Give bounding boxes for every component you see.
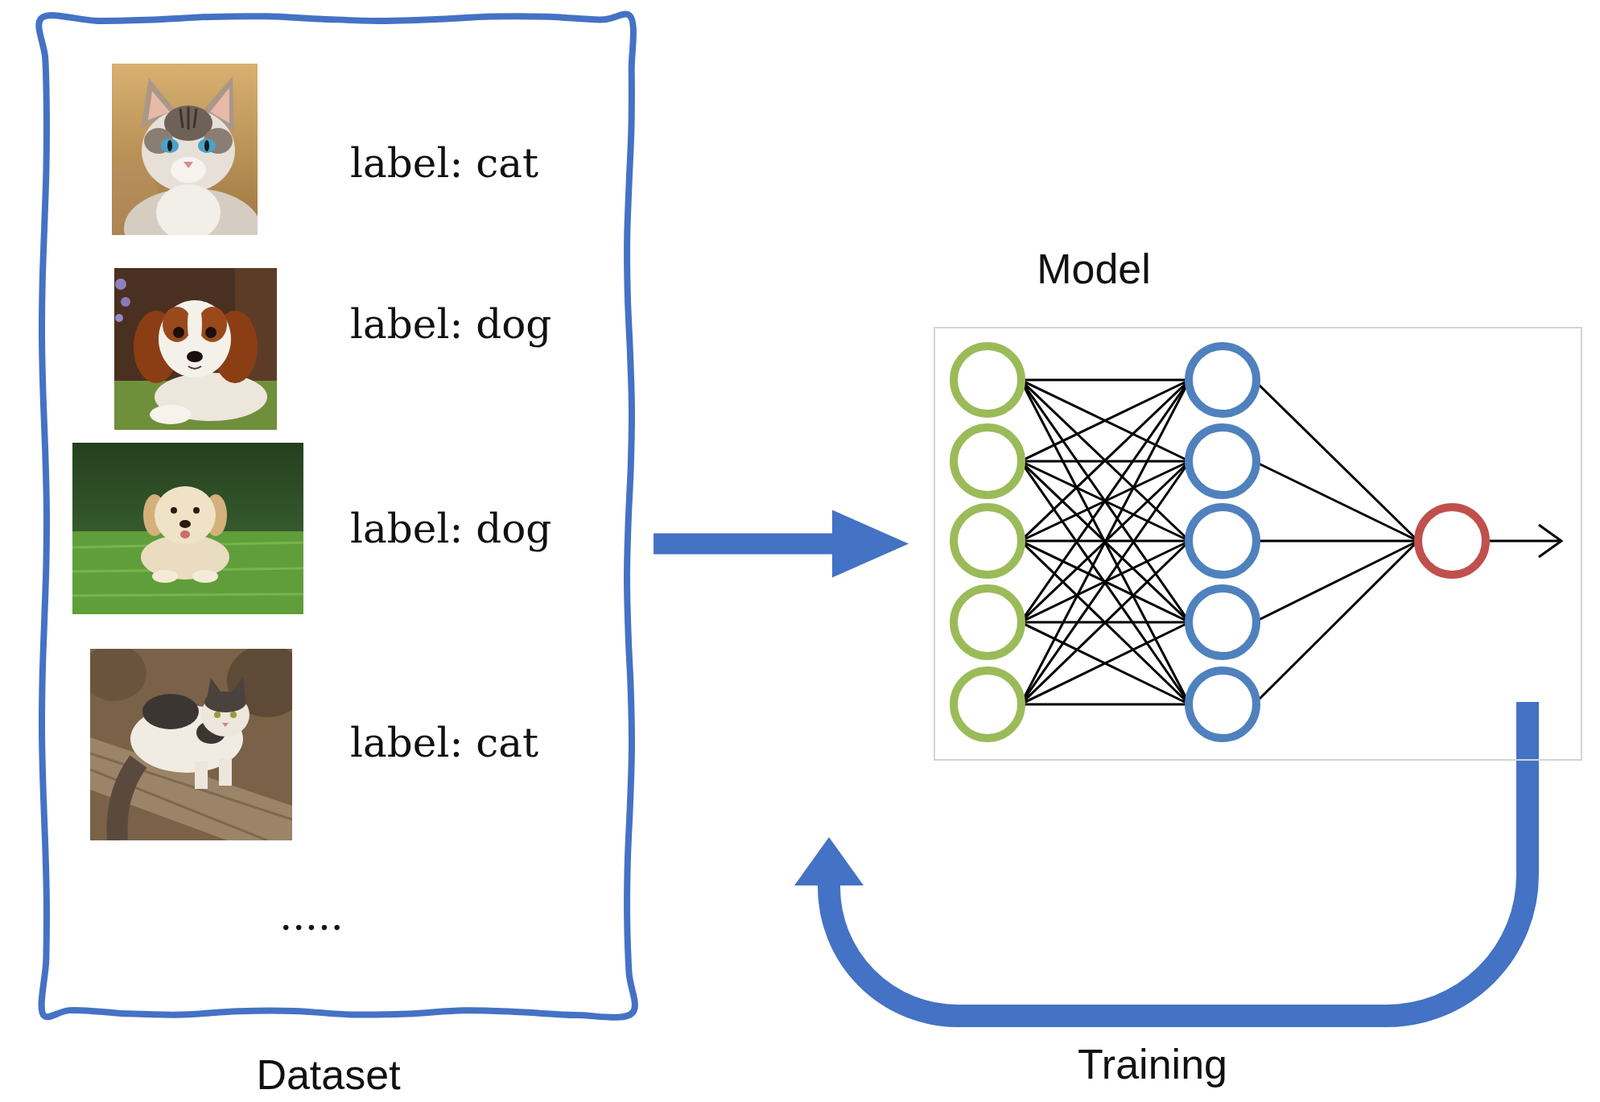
network-edges [1020, 379, 1190, 462]
class-label: label: cat [350, 140, 539, 187]
cat-photo [180, 107, 197, 130]
cat-photo [160, 138, 179, 153]
hidden-neurons [1188, 346, 1257, 414]
dog-photo [72, 442, 304, 615]
dog-photo [205, 326, 217, 339]
network-edges [1020, 379, 1190, 623]
cat-photo [214, 711, 221, 718]
dog-photo [162, 306, 192, 343]
network-edges [1253, 379, 1419, 541]
cat-photo [170, 156, 207, 183]
output-neuron [1418, 507, 1486, 575]
hidden-neurons [1188, 670, 1257, 739]
cat-photo [167, 140, 173, 152]
cat-photo [142, 693, 199, 730]
network-edges [1020, 379, 1190, 462]
network-edges [1020, 379, 1190, 541]
dog-photo [115, 278, 127, 290]
input-neurons [953, 507, 1022, 575]
cat-photo [156, 184, 221, 236]
dog-photo [186, 350, 203, 363]
cat-photo [204, 691, 247, 713]
network-edges [1253, 540, 1419, 543]
network-edges [1020, 622, 1190, 705]
network-edges [1020, 540, 1190, 705]
box-heading: Dataset [255, 1050, 400, 1099]
dog-photo [180, 530, 190, 539]
training-arrow [794, 837, 864, 886]
box-heading: Model [1036, 244, 1151, 293]
input-neurons [953, 588, 1022, 656]
cat-photo [117, 761, 139, 841]
dog-photo [187, 300, 203, 349]
dataset-border [38, 13, 636, 1017]
model-box: Model [933, 326, 1583, 761]
cat-photo [230, 711, 237, 718]
hidden-neurons [1188, 427, 1257, 495]
hidden-neurons [1188, 588, 1257, 656]
dog-photo [114, 268, 277, 430]
network-edges [1020, 379, 1190, 705]
class-label: label: cat [350, 719, 539, 767]
network-edges [1020, 379, 1190, 623]
network-edges [1020, 379, 1190, 541]
hidden-neurons [1188, 507, 1257, 575]
cat-photo [203, 127, 233, 154]
ellipsis: ..... [279, 892, 343, 940]
network-edges [1489, 540, 1560, 543]
cat-photo [183, 161, 194, 169]
input-neurons [953, 346, 1022, 739]
class-label: label: dog [350, 505, 552, 553]
dog-photo [197, 306, 227, 343]
cat-photo [222, 722, 229, 727]
dog-photo [179, 519, 191, 528]
input-neurons [953, 427, 1022, 495]
cat-photo [90, 648, 147, 702]
dog-photo [114, 268, 277, 430]
class-label: label: dog [350, 301, 552, 348]
dog-photo [158, 300, 231, 378]
training-arrow [794, 701, 1528, 1016]
cat-photo [111, 63, 258, 236]
input-neurons [953, 670, 1022, 739]
cat-photo [218, 758, 232, 786]
network-edges [1020, 703, 1190, 706]
input-neurons [953, 346, 1022, 414]
network-edges [1020, 379, 1190, 705]
flow-arrow [653, 510, 909, 578]
dog-photo [149, 404, 192, 425]
network-edges [1253, 461, 1419, 541]
dog-photo [72, 442, 304, 615]
dog-photo [154, 486, 216, 545]
network-edges [1020, 622, 1190, 705]
dog-photo [115, 313, 124, 322]
output-neuron [1418, 507, 1486, 575]
network-edges [1538, 524, 1562, 557]
network-edges [1020, 379, 1562, 705]
dog-photo [188, 366, 202, 369]
dog-photo [192, 569, 219, 583]
cat-photo [90, 648, 293, 841]
training-label: Training [1077, 1039, 1228, 1089]
cat-photo [204, 140, 210, 152]
dog-photo [152, 569, 178, 583]
cat-photo [197, 138, 216, 153]
dog-photo [193, 507, 200, 514]
network-edges [1253, 540, 1419, 705]
dog-photo [120, 296, 131, 307]
network-edges [1020, 379, 1190, 382]
cat-photo [144, 127, 174, 154]
network-edges [1020, 461, 1190, 705]
hidden-neurons [1188, 346, 1257, 739]
network-edges [1020, 540, 1190, 705]
dog-photo [170, 507, 178, 514]
network-edges [1020, 461, 1190, 705]
dog-photo [173, 326, 185, 339]
cat-photo [194, 761, 208, 789]
network-edges [1253, 540, 1419, 623]
